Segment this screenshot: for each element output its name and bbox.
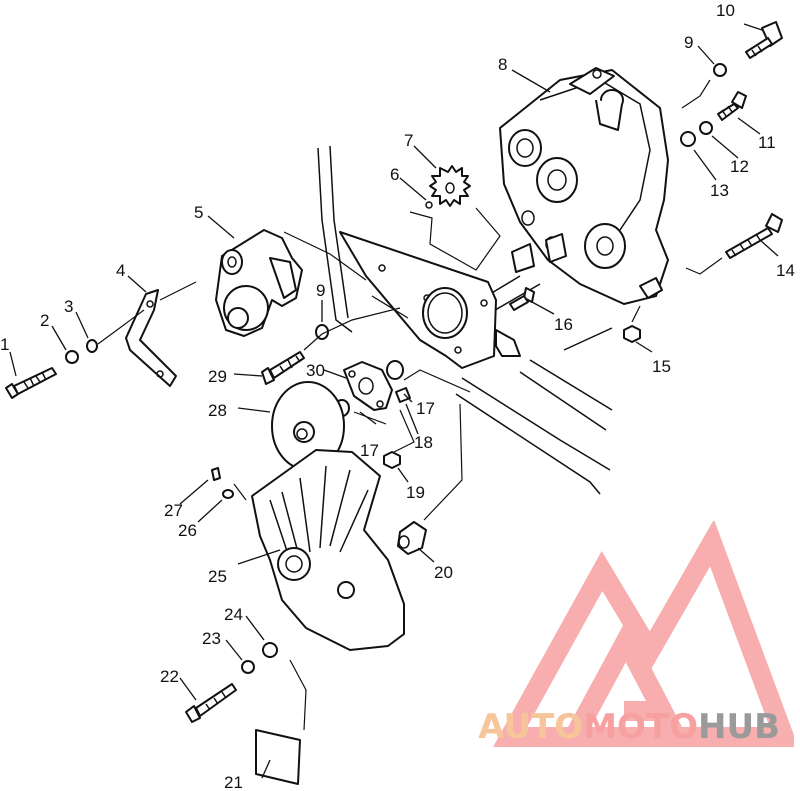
spacer-20 (397, 521, 427, 555)
mounting-plate (339, 231, 521, 369)
washer-26 (222, 489, 234, 499)
nut-19 (383, 451, 401, 469)
watermark-brand-text: AUTOMOTOHUB (478, 707, 780, 747)
callout-25: 25 (208, 567, 227, 586)
bolt-22 (185, 683, 237, 723)
brand-part-hub: HUB (698, 707, 780, 747)
callout-17-upper: 17 (416, 399, 435, 418)
callout-23: 23 (202, 629, 221, 648)
callout-17-lower: 17 (360, 441, 379, 460)
callout-9-right: 9 (684, 33, 693, 52)
screw-27 (211, 467, 221, 481)
bracket (125, 289, 177, 387)
callout-21: 21 (224, 773, 243, 791)
washer-12 (699, 121, 713, 135)
sprocket (425, 165, 471, 209)
bolt-1 (5, 367, 57, 399)
callout-22: 22 (160, 667, 179, 686)
idler-bracket (343, 361, 393, 411)
gearcase (499, 67, 669, 305)
callout-9-left: 9 (316, 281, 325, 300)
callout-24: 24 (224, 605, 243, 624)
washer-9-left (315, 324, 329, 340)
callout-20: 20 (434, 563, 453, 582)
decal-21 (255, 729, 301, 785)
washer-13 (680, 131, 696, 147)
washer-3 (86, 339, 98, 353)
callout-18: 18 (414, 433, 433, 452)
pulley (271, 381, 345, 471)
motor-assembly (215, 229, 303, 337)
callout-5: 5 (194, 203, 203, 222)
callout-3: 3 (64, 297, 73, 316)
callout-6: 6 (390, 165, 399, 184)
bolt-11 (717, 91, 747, 121)
bolt-14 (725, 213, 783, 259)
callout-16: 16 (554, 315, 573, 334)
washer-2 (65, 350, 79, 364)
clip-17-upper (386, 360, 404, 380)
callout-2: 2 (40, 311, 49, 330)
callout-8: 8 (498, 55, 507, 74)
frame-rails (317, 145, 613, 495)
brand-part-moto: MOTO (583, 707, 699, 747)
callout-4: 4 (116, 261, 125, 280)
callout-12: 12 (730, 157, 749, 176)
callout-11: 11 (758, 133, 776, 152)
callout-30: 30 (306, 361, 325, 380)
callout-26: 26 (178, 521, 197, 540)
logo-outer-stroke (493, 521, 794, 747)
brand-part-auto: AUTO (478, 707, 584, 747)
washer-23 (241, 660, 255, 674)
bolt-10 (745, 21, 783, 59)
callout-1: 1 (0, 335, 9, 354)
callout-14: 14 (776, 261, 795, 280)
chaincase-cover (251, 449, 405, 651)
callout-7: 7 (404, 131, 413, 150)
callout-28: 28 (208, 401, 227, 420)
callout-29: 29 (208, 367, 227, 386)
callout-10: 10 (716, 1, 735, 20)
assembly-lines (97, 79, 723, 731)
bolt-29 (261, 351, 305, 385)
callout-13: 13 (710, 181, 729, 200)
triangle-logo-icon (493, 521, 794, 747)
spacer-18 (395, 387, 411, 403)
callout-15: 15 (652, 357, 671, 376)
watermark-logo (493, 521, 794, 747)
leader-lines (9, 23, 779, 779)
washer-9-right (713, 63, 727, 77)
nut-15 (623, 325, 641, 343)
callout-19: 19 (406, 483, 425, 502)
gearcase-shafts (511, 233, 567, 273)
callout-27: 27 (164, 501, 183, 520)
washer-24 (262, 642, 278, 658)
